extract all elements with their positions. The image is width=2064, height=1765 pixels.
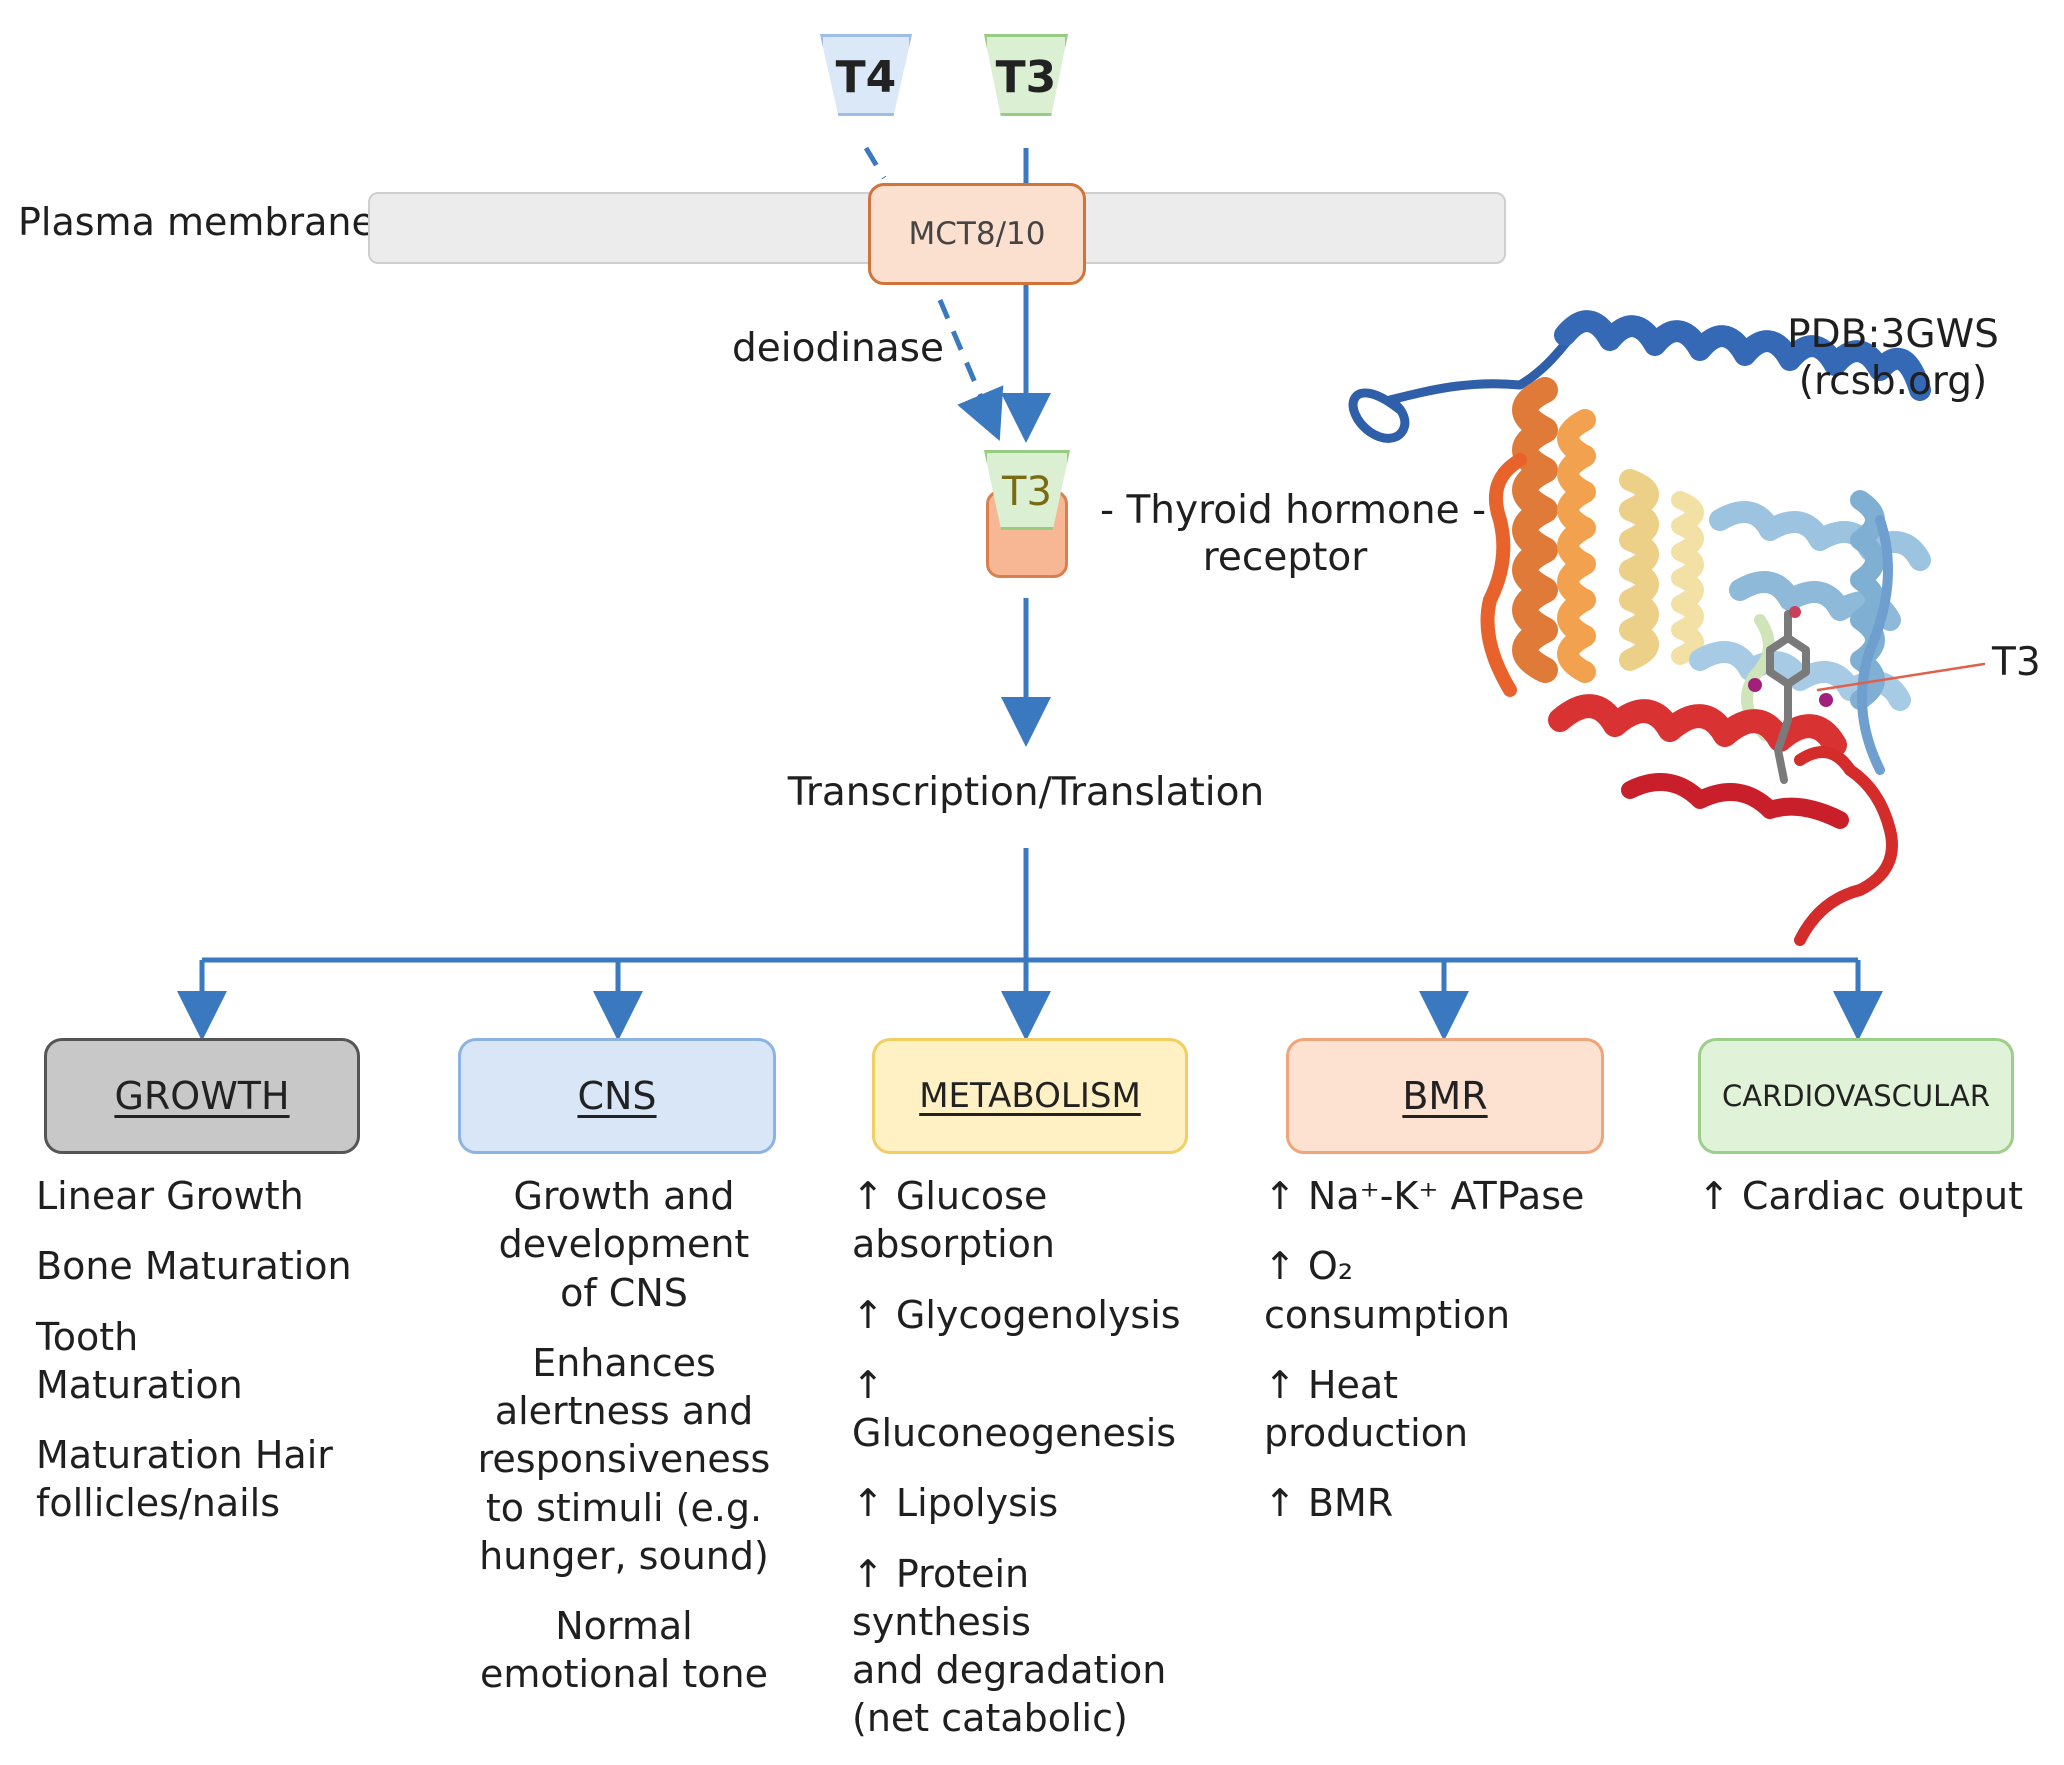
category-bmr-title: BMR [1402, 1074, 1488, 1118]
t3-bound-label: T3 [1002, 469, 1052, 515]
ligand-t3-label: T3 [1992, 640, 2041, 685]
bmr-effect-item: ↑ O₂ consumption [1264, 1244, 1511, 1337]
category-cardiovascular-box: CARDIOVASCULAR [1698, 1038, 2014, 1154]
category-metabolism-box: METABOLISM [872, 1038, 1188, 1154]
ligand-pointer-line [1816, 662, 1986, 692]
plasma-membrane-label: Plasma membrane [18, 200, 375, 244]
metabolism-effect-item: ↑ Glycogenolysis [852, 1292, 1181, 1337]
growth-effect-item: Tooth Maturation [36, 1314, 243, 1407]
growth-effects-list: Linear Growth Bone Maturation Tooth Matu… [36, 1172, 376, 1550]
category-cns-box: CNS [458, 1038, 776, 1154]
pdb-source: (rcsb.org) [1798, 358, 1988, 404]
category-cardiovascular-title: CARDIOVASCULAR [1722, 1079, 1990, 1113]
metabolism-effects-list: ↑ Glucose absorption ↑ Glycogenolysis ↑ … [852, 1172, 1212, 1765]
cns-effect-item: Growth and development of CNS [498, 1174, 750, 1315]
pdb-id: PDB:3GWS [1787, 312, 1999, 357]
receptor-label: - Thyroid hormone - receptor [1100, 488, 1487, 582]
mct-transporter-label: MCT8/10 [908, 216, 1046, 252]
bmr-effect-item: ↑ BMR [1264, 1481, 1394, 1526]
pdb-label: PDB:3GWS (rcsb.org) [1770, 312, 2016, 406]
pathway-diagram [177, 146, 1986, 1041]
receptor-label-line1: - Thyroid hormone - [1100, 488, 1487, 533]
category-bmr-box: BMR [1286, 1038, 1604, 1154]
growth-effect-item: Maturation Hair follicles/nails [36, 1433, 333, 1526]
cardiovascular-effects-list: ↑ Cardiac output [1698, 1172, 2038, 1242]
metabolism-effect-item: ↑ Gluconeogenesis [852, 1362, 1177, 1455]
transcription-translation-label: Transcription/Translation [787, 770, 1265, 815]
t4-label: T4 [835, 51, 897, 103]
bmr-effect-item: ↑ Na⁺-K⁺ ATPase [1264, 1174, 1585, 1218]
t3-label: T3 [995, 51, 1057, 103]
mct-transporter: MCT8/10 [868, 183, 1086, 285]
protein-structure-illustration [1348, 310, 1986, 946]
category-cns-title: CNS [577, 1074, 657, 1118]
bmr-effect-item: ↑ Heat production [1264, 1362, 1469, 1455]
metabolism-effect-item: ↑ Glucose absorption [852, 1174, 1055, 1267]
metabolism-effect-item: ↑ Protein synthesis and degradation (net… [852, 1551, 1167, 1741]
cns-effect-item: Normal emotional tone [480, 1604, 768, 1697]
receptor-label-line2: receptor [1202, 534, 1368, 580]
cns-effect-item: Enhances alertness and responsiveness to… [477, 1340, 771, 1578]
category-metabolism-title: METABOLISM [919, 1076, 1141, 1116]
growth-effect-item: Bone Maturation [36, 1244, 352, 1289]
category-growth-title: GROWTH [114, 1074, 290, 1118]
t4-dashed-entry [863, 146, 887, 180]
cardiovascular-effect-item: ↑ Cardiac output [1698, 1174, 2023, 1218]
cns-effects-list: Growth and development of CNS Enhances a… [454, 1172, 794, 1721]
bmr-effects-list: ↑ Na⁺-K⁺ ATPase ↑ O₂ consumption ↑ Heat … [1264, 1172, 1604, 1550]
category-growth-box: GROWTH [44, 1038, 360, 1154]
deiodinase-label: deiodinase [732, 326, 944, 371]
metabolism-effect-item: ↑ Lipolysis [852, 1481, 1059, 1526]
deiodinase-dashed-arrow [937, 299, 1004, 442]
growth-effect-item: Linear Growth [36, 1174, 304, 1218]
